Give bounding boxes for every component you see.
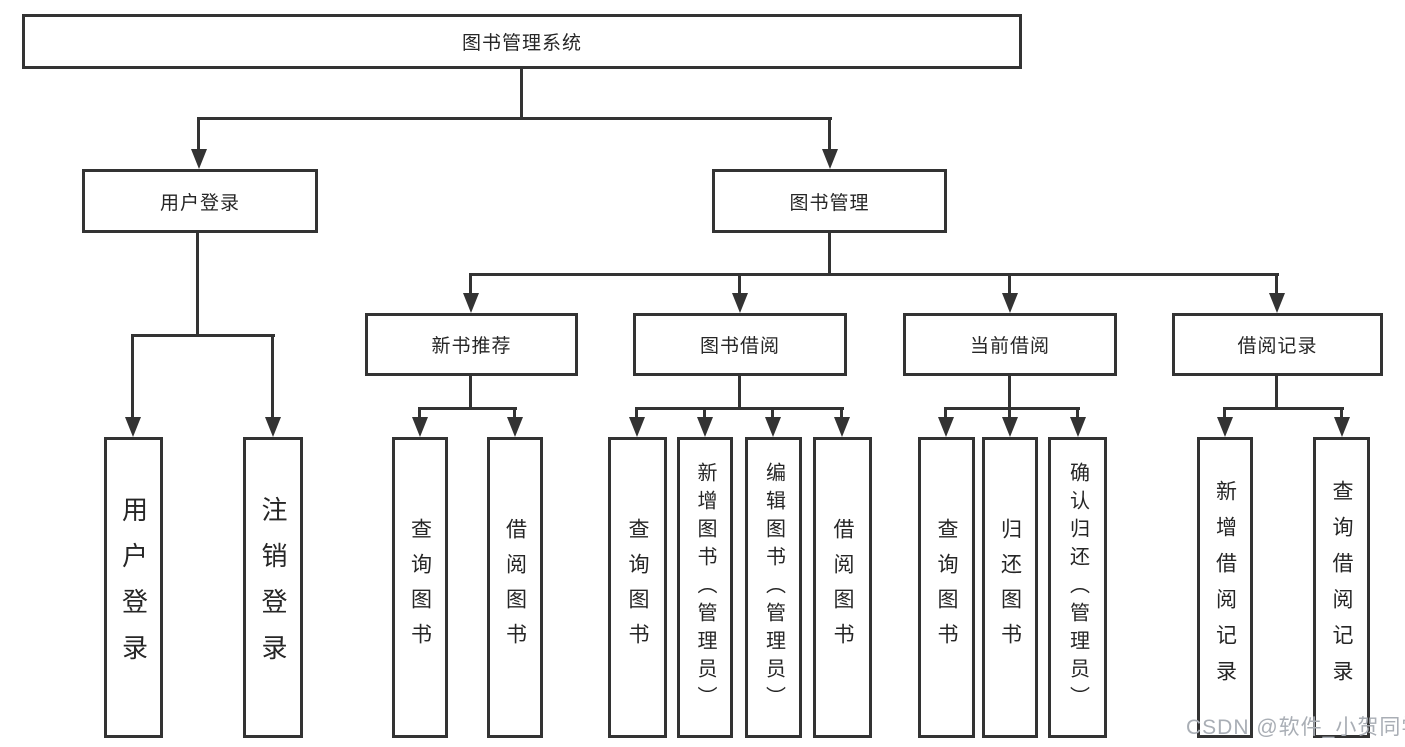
- connector-stem-book-borrow: [738, 376, 741, 407]
- leaf-query-book-recommend: 查询图书: [392, 437, 448, 738]
- leaf-query-book-borrow: 查询图书: [608, 437, 667, 738]
- connector-rail-new-book-recommend: [418, 407, 517, 410]
- node-label: 图书管理: [789, 192, 870, 214]
- leaf-label: 查询图书: [935, 517, 958, 658]
- arrow-down-icon: [412, 417, 428, 437]
- arrow-down-icon: [834, 417, 850, 437]
- arrow-down-icon: [822, 149, 838, 169]
- leaf-label: 新增借阅记录: [1213, 479, 1237, 696]
- leaf-query-book-current: 查询图书: [918, 437, 975, 738]
- connector-drop: [828, 117, 831, 149]
- leaf-label: 确认归还（管理员）: [1066, 461, 1089, 714]
- node-root-library-system: 图书管理系统: [22, 14, 1022, 69]
- connector-drop: [738, 273, 741, 293]
- leaf-label: 用户登录: [118, 495, 149, 680]
- connector-drop: [840, 407, 843, 419]
- connector-stem-user-login: [196, 233, 199, 337]
- arrow-down-icon: [765, 417, 781, 437]
- arrow-down-icon: [938, 417, 954, 437]
- leaf-label: 编辑图书（管理员）: [762, 461, 785, 714]
- leaf-label: 查询图书: [626, 517, 649, 658]
- leaf-edit-book-admin: 编辑图书（管理员）: [745, 437, 802, 738]
- connector-drop: [703, 407, 706, 419]
- arrow-down-icon: [732, 293, 748, 313]
- leaf-return-book: 归还图书: [982, 437, 1038, 738]
- leaf-borrow-book-recommend: 借阅图书: [487, 437, 543, 738]
- leaf-label: 查询图书: [408, 517, 432, 658]
- connector-rail-root: [197, 117, 832, 120]
- connector-stem-borrow-record: [1275, 376, 1278, 407]
- connector-drop: [1275, 273, 1278, 293]
- arrow-down-icon: [125, 417, 141, 437]
- connector-rail-current-borrow: [944, 407, 1080, 410]
- connector-rail-book-borrow: [635, 407, 844, 410]
- csdn-watermark: CSDN @软件_小贺同学: [1186, 716, 1405, 739]
- arrow-down-icon: [463, 293, 479, 313]
- node-new-book-recommend: 新书推荐: [365, 313, 578, 376]
- connector-drop: [513, 407, 516, 419]
- arrow-down-icon: [507, 417, 523, 437]
- connector-drop: [944, 407, 947, 419]
- leaf-user-login: 用户登录: [104, 437, 163, 738]
- connector-drop: [771, 407, 774, 419]
- node-label: 当前借阅: [969, 336, 1050, 357]
- node-current-borrow: 当前借阅: [903, 313, 1117, 376]
- leaf-logout: 注销登录: [243, 437, 303, 738]
- connector-drop: [1008, 273, 1011, 293]
- leaf-add-borrow-record: 新增借阅记录: [1197, 437, 1253, 738]
- leaf-label: 归还图书: [998, 517, 1022, 658]
- connector-drop: [418, 407, 421, 419]
- connector-drop: [271, 334, 274, 417]
- connector-stem-new-book-recommend: [469, 376, 472, 407]
- leaf-label: 注销登录: [258, 495, 288, 680]
- connector-drop: [197, 117, 200, 149]
- arrow-down-icon: [1269, 293, 1285, 313]
- connector-drop: [1223, 407, 1226, 419]
- node-label: 图书借阅: [699, 336, 780, 357]
- arrow-down-icon: [697, 417, 713, 437]
- connector-drop: [1340, 407, 1343, 419]
- leaf-add-book-admin: 新增图书（管理员）: [677, 437, 733, 738]
- connector-drop: [635, 407, 638, 419]
- node-book-borrow: 图书借阅: [633, 313, 847, 376]
- leaf-query-borrow-record: 查询借阅记录: [1313, 437, 1370, 738]
- node-label: 借阅记录: [1237, 336, 1318, 357]
- connector-drop: [1008, 407, 1011, 419]
- arrow-down-icon: [1070, 417, 1086, 437]
- node-book-management: 图书管理: [712, 169, 947, 233]
- connector-drop: [469, 273, 472, 293]
- node-borrow-record: 借阅记录: [1172, 313, 1383, 376]
- arrow-down-icon: [1002, 417, 1018, 437]
- node-label: 图书管理系统: [461, 33, 582, 54]
- leaf-label: 新增图书（管理员）: [694, 461, 716, 714]
- connector-drop: [131, 334, 134, 417]
- arrow-down-icon: [1217, 417, 1233, 437]
- node-label: 用户登录: [159, 192, 240, 214]
- connector-rail-book-management: [469, 273, 1279, 276]
- connector-drop: [1076, 407, 1079, 419]
- connector-stem-root: [520, 69, 523, 117]
- leaf-confirm-return-admin: 确认归还（管理员）: [1048, 437, 1107, 738]
- connector-rail-borrow-record: [1223, 407, 1344, 410]
- connector-stem-current-borrow: [1008, 376, 1011, 407]
- arrow-down-icon: [265, 417, 281, 437]
- leaf-borrow-book: 借阅图书: [813, 437, 872, 738]
- node-label: 新书推荐: [431, 336, 512, 357]
- leaf-label: 查询借阅记录: [1330, 479, 1353, 696]
- leaf-label: 借阅图书: [503, 517, 527, 658]
- arrow-down-icon: [629, 417, 645, 437]
- arrow-down-icon: [191, 149, 207, 169]
- node-user-login: 用户登录: [82, 169, 318, 233]
- connector-rail-user-login: [131, 334, 275, 337]
- leaf-label: 借阅图书: [831, 517, 854, 658]
- arrow-down-icon: [1002, 293, 1018, 313]
- connector-stem-book-management: [828, 233, 831, 273]
- arrow-down-icon: [1334, 417, 1350, 437]
